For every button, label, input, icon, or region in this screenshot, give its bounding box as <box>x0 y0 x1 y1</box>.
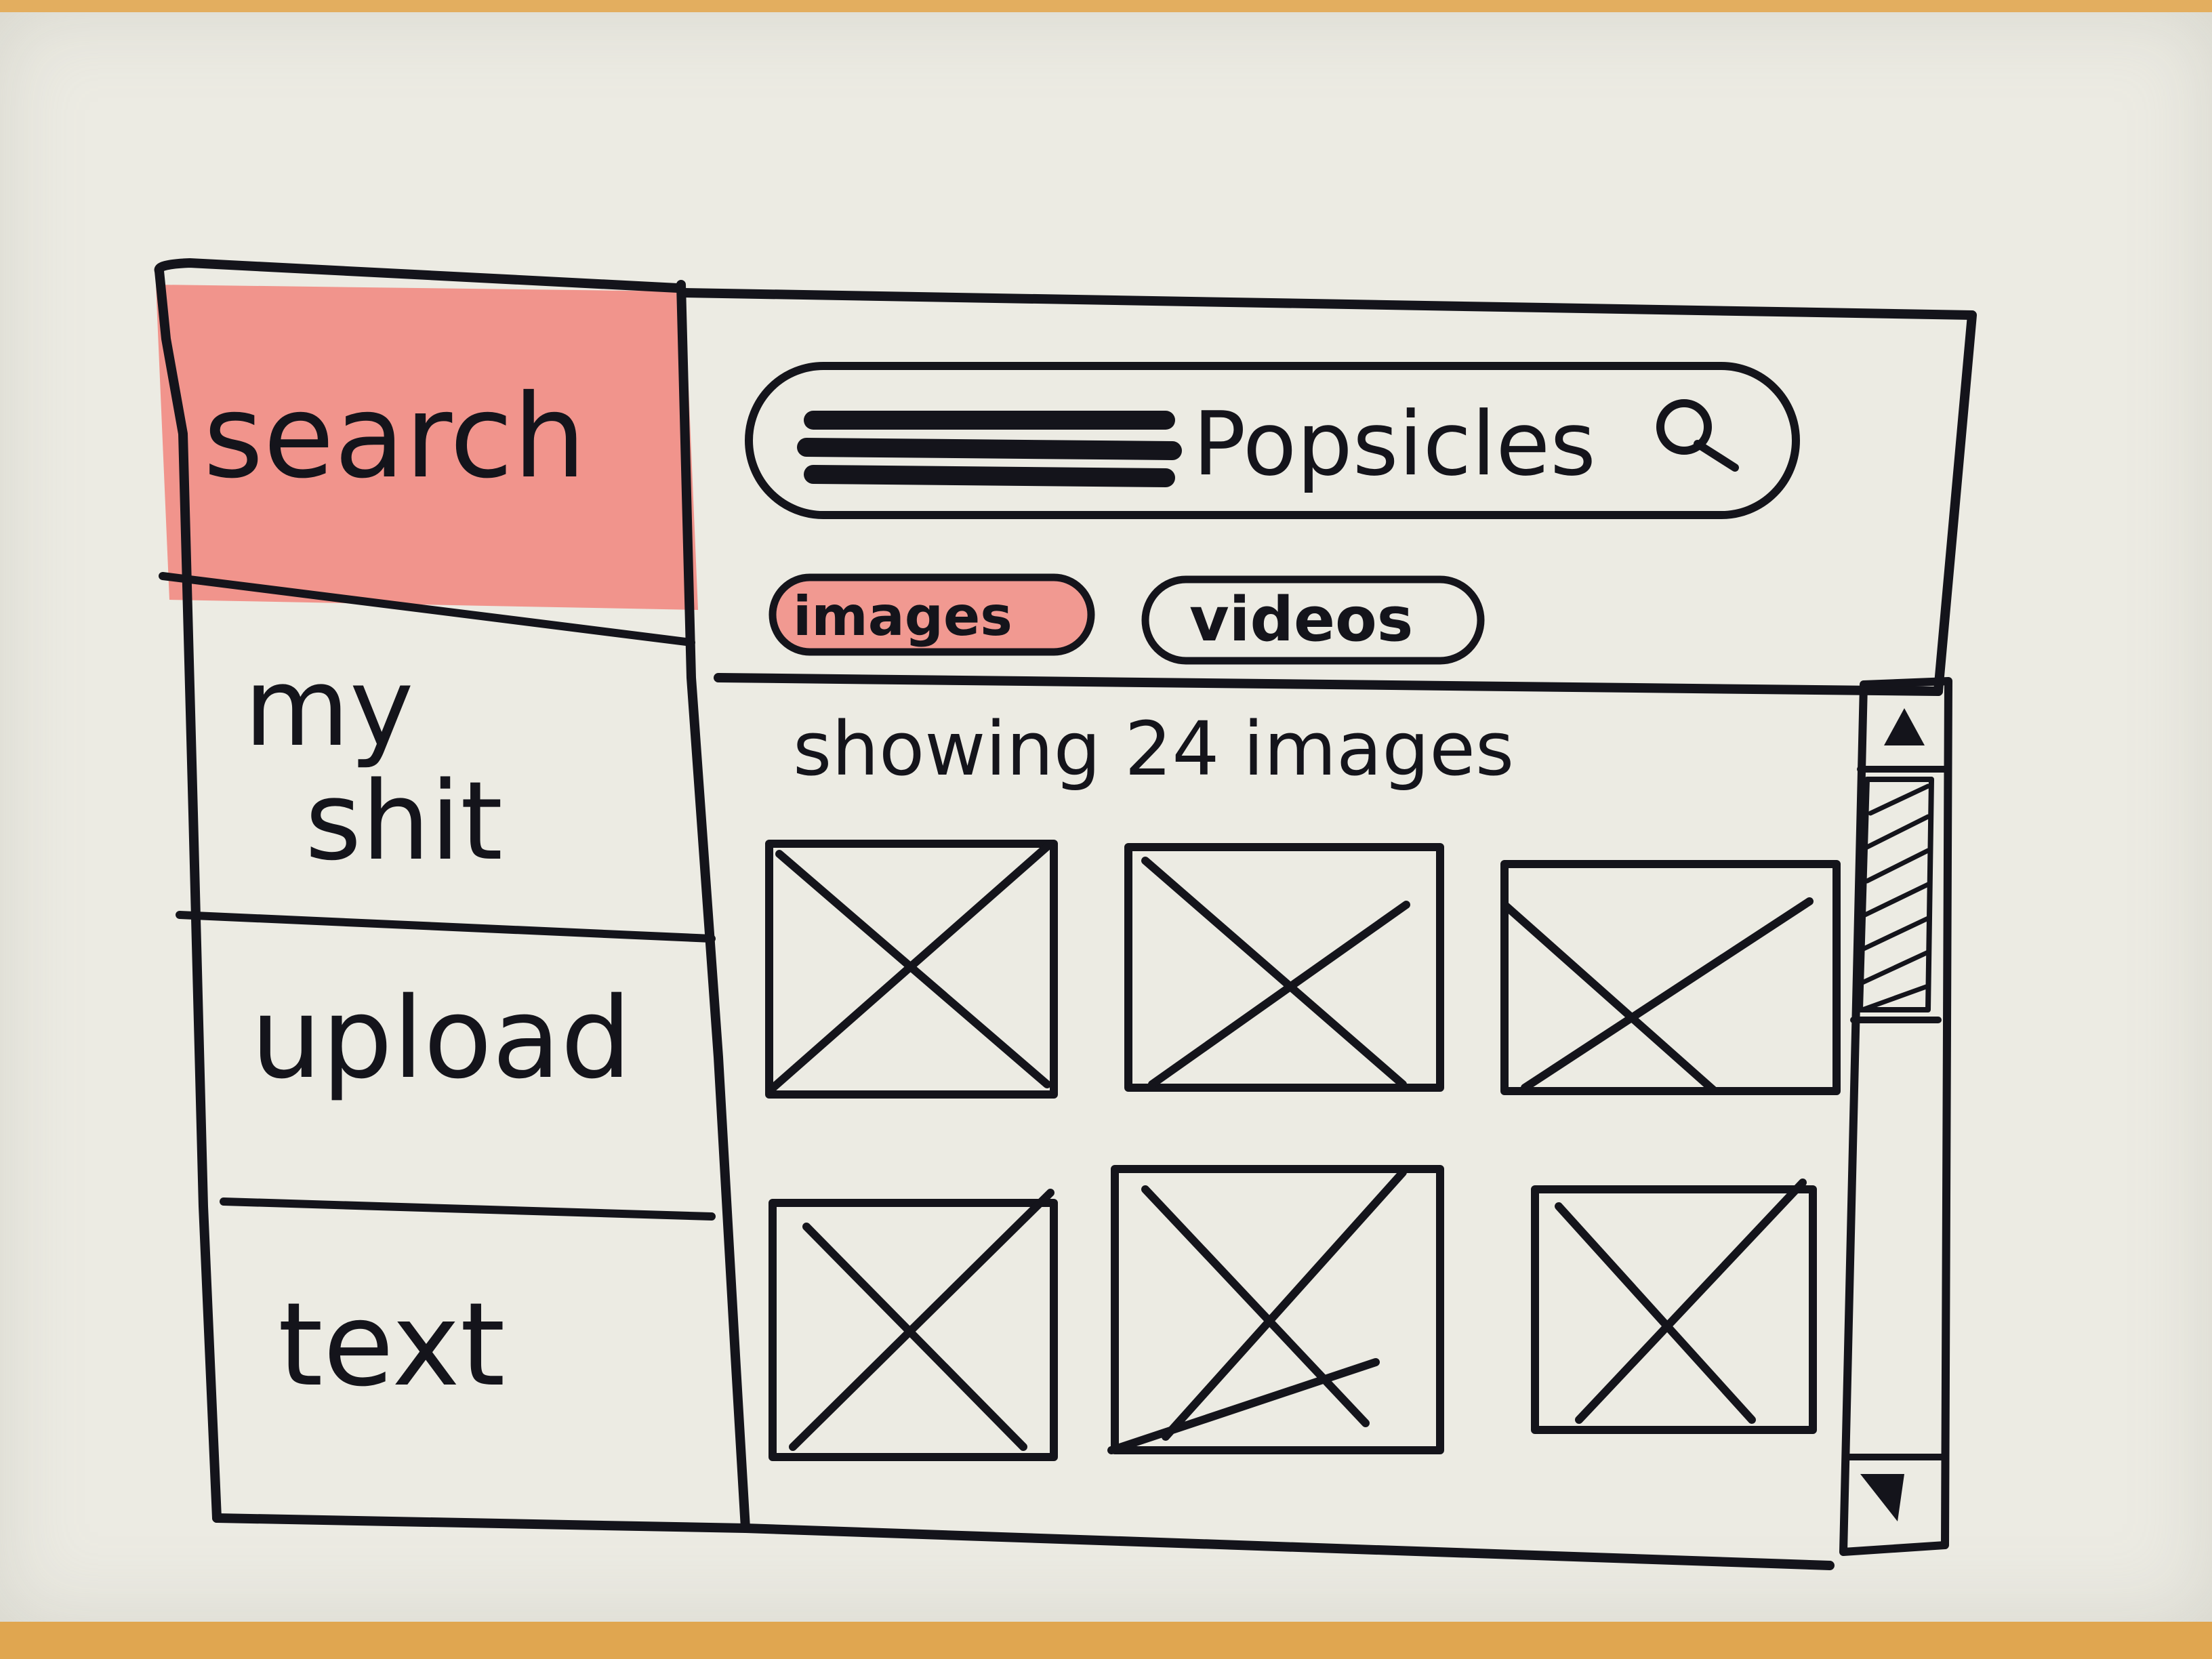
scroll-down-button[interactable] <box>1850 1460 1945 1542</box>
table-surface <box>0 1622 2212 1659</box>
sidebar-item-label: upload <box>251 973 632 1103</box>
sidebar-item-my-shit[interactable]: my shit <box>244 651 503 878</box>
search-input[interactable]: Popsicles <box>1193 400 1596 488</box>
sidebar-item-label-line2: shit <box>305 758 503 884</box>
image-thumbnail[interactable] <box>1504 864 1837 1091</box>
search-icon[interactable] <box>1654 393 1748 481</box>
results-status: showing 24 images <box>793 712 1514 786</box>
scrollbar[interactable] <box>1843 681 1948 1552</box>
image-placeholder-2 <box>1124 843 1444 1092</box>
sidebar-item-search[interactable]: search <box>203 380 586 495</box>
sidebar-item-label: search <box>203 370 586 504</box>
image-placeholder-5 <box>1107 1165 1444 1454</box>
image-placeholder-3 <box>1500 860 1841 1095</box>
paper-background <box>0 12 2212 1622</box>
sidebar-item-label: my <box>244 644 414 771</box>
videos-pill-outline <box>1141 575 1485 665</box>
results-status-text: showing 24 images <box>793 705 1515 792</box>
sidebar-item-label: text <box>278 1278 506 1412</box>
filter-pill-label: images <box>793 585 1012 648</box>
image-thumbnail[interactable] <box>1128 847 1440 1088</box>
image-placeholder-4 <box>769 1189 1058 1461</box>
search-icon-glyph <box>1656 399 1739 472</box>
sidebar-item-upload[interactable]: upload <box>251 983 632 1094</box>
image-thumbnail[interactable] <box>773 1203 1054 1457</box>
image-placeholder-6 <box>1531 1179 1817 1434</box>
sidebar-item-text[interactable]: text <box>278 1288 506 1403</box>
image-thumbnail[interactable] <box>1535 1189 1813 1430</box>
image-thumbnail[interactable] <box>769 844 1054 1094</box>
scroll-down-arrow <box>1860 1474 1904 1521</box>
images-pill-highlight <box>773 577 1091 652</box>
search-input-outline <box>745 362 1800 519</box>
filter-pill-label: videos <box>1189 584 1414 655</box>
filter-pill-videos[interactable]: videos <box>1189 590 1413 651</box>
search-nav-highlight <box>156 285 698 610</box>
scroll-up-button[interactable] <box>1857 695 1938 769</box>
image-thumbnail[interactable] <box>1115 1169 1440 1450</box>
filter-pill-images[interactable]: images <box>793 590 1012 644</box>
scroll-up-arrow <box>1884 708 1925 745</box>
scroll-thumb[interactable] <box>1860 779 1935 1010</box>
search-input-value: Popsicles <box>1193 392 1596 495</box>
image-placeholder-1 <box>765 840 1058 1099</box>
